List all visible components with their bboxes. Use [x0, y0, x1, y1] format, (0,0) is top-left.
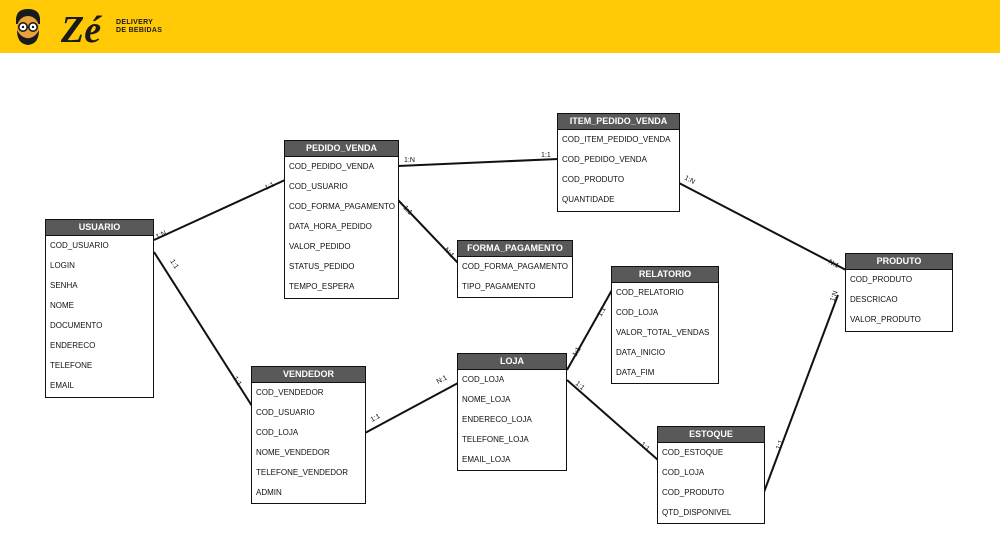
entity-produto: PRODUTO COD_PRODUTO DESCRICAO VALOR_PROD… — [845, 253, 953, 332]
entity-field: COD_PEDIDO_VENDA — [289, 162, 374, 171]
entity-loja: LOJA COD_LOJA NOME_LOJA ENDERECO_LOJA TE… — [457, 353, 567, 471]
entity-field: VALOR_PEDIDO — [289, 242, 351, 251]
entity-title: PEDIDO_VENDA — [285, 141, 398, 157]
rel-usuario-pedido — [153, 179, 286, 241]
entity-title: RELATORIO — [612, 267, 718, 283]
entity-field: DATA_INICIO — [616, 348, 666, 357]
rel-loja-relatorio — [566, 289, 613, 371]
entity-field: COD_LOJA — [462, 375, 505, 384]
entity-title: ITEM_PEDIDO_VENDA — [558, 114, 679, 130]
entity-field: COD_FORMA_PAGAMENTO — [462, 262, 568, 271]
entity-field: LOGIN — [50, 261, 75, 270]
entity-field: COD_USUARIO — [256, 408, 315, 417]
card-vendedor-loja-b: N:1 — [436, 374, 449, 385]
tagline-line-2: DE BEBIDAS — [116, 27, 163, 34]
entity-field: COD_ESTOQUE — [662, 448, 724, 457]
entity-field: STATUS_PEDIDO — [289, 262, 355, 271]
card-item-produto-b: N:1 — [827, 259, 840, 270]
brand-header: Zé DELIVERY DE BEBIDAS — [0, 0, 1000, 53]
rel-loja-estoque — [566, 379, 659, 461]
entity-field: COD_PRODUTO — [662, 488, 725, 497]
entity-field: TELEFONE_VENDEDOR — [256, 468, 349, 477]
entity-field: TELEFONE — [50, 361, 93, 370]
card-usuario-pedido-a: 1:N — [155, 230, 168, 241]
svg-text:Zé: Zé — [60, 9, 102, 46]
rel-estoque-produto — [763, 294, 839, 493]
entity-pedido-venda: PEDIDO_VENDA COD_PEDIDO_VENDA COD_USUARI… — [284, 140, 399, 299]
entity-field: DATA_HORA_PEDIDO — [289, 222, 372, 231]
entity-field: VALOR_TOTAL_VENDAS — [616, 328, 710, 337]
entity-field: DOCUMENTO — [50, 321, 103, 330]
entity-relatorio: RELATORIO COD_RELATORIO COD_LOJA VALOR_T… — [611, 266, 719, 384]
entity-estoque: ESTOQUE COD_ESTOQUE COD_LOJA COD_PRODUTO… — [657, 426, 765, 524]
card-pedido-item-b: 1:1 — [541, 152, 551, 159]
card-pedido-item-a: 1:N — [404, 157, 415, 164]
entity-field: COD_ITEM_PEDIDO_VENDA — [562, 135, 671, 144]
card-item-produto-a: 1:N — [683, 175, 696, 186]
card-usuario-vendedor-b: 1:1 — [231, 375, 242, 387]
entity-title: LOJA — [458, 354, 566, 370]
entity-field: ENDERECO — [50, 341, 96, 350]
entity-field: VALOR_PRODUTO — [850, 315, 921, 324]
entity-field: NOME_VENDEDOR — [256, 448, 330, 457]
ze-logo-icon: Zé — [60, 9, 102, 46]
entity-field: COD_LOJA — [256, 428, 299, 437]
card-loja-relatorio-a: 1:1 — [572, 346, 583, 358]
entity-field: COD_PEDIDO_VENDA — [562, 155, 647, 164]
card-estoque-produto-a: 1:1 — [775, 439, 785, 451]
entity-field: COD_VENDEDOR — [256, 388, 324, 397]
entity-field: TIPO_PAGAMENTO — [462, 282, 536, 291]
entity-field: COD_LOJA — [662, 468, 705, 477]
entity-field: ADMIN — [256, 488, 282, 497]
entity-field: COD_PRODUTO — [850, 275, 913, 284]
entity-field: EMAIL_LOJA — [462, 455, 511, 464]
mascot-icon — [16, 9, 40, 45]
card-pedido-forma-a: 1:1 — [402, 205, 414, 217]
brand-tagline: DELIVERY DE BEBIDAS — [116, 19, 162, 35]
card-loja-estoque-a: 1:1 — [574, 380, 586, 392]
entity-field: TELEFONE_LOJA — [462, 435, 529, 444]
tagline-line-1: DELIVERY — [116, 19, 154, 26]
entity-field: TEMPO_ESPERA — [289, 282, 355, 291]
entity-field: EMAIL — [50, 381, 75, 390]
entity-field: COD_LOJA — [616, 308, 659, 317]
entity-title: VENDEDOR — [252, 367, 365, 383]
entity-field: NOME_LOJA — [462, 395, 511, 404]
rel-pedido-forma — [397, 199, 459, 264]
entity-field: QTD_DISPONIVEL — [662, 508, 732, 517]
entity-field: QUANTIDADE — [562, 195, 615, 204]
entity-field: SENHA — [50, 281, 78, 290]
card-usuario-pedido-b: 1:1 — [264, 181, 276, 192]
entity-field: ENDERECO_LOJA — [462, 415, 532, 424]
entity-field: DATA_FIM — [616, 368, 655, 377]
entity-title: FORMA_PAGAMENTO — [458, 241, 572, 257]
rel-usuario-vendedor — [153, 251, 253, 407]
entity-field: COD_FORMA_PAGAMENTO — [289, 202, 395, 211]
entity-item-pedido-venda: ITEM_PEDIDO_VENDA COD_ITEM_PEDIDO_VENDA … — [557, 113, 680, 212]
card-estoque-produto-b: 1:N — [829, 290, 839, 303]
entity-field: COD_USUARIO — [50, 241, 109, 250]
card-usuario-vendedor-a: 1:1 — [168, 258, 179, 270]
entity-usuario: USUARIO COD_USUARIO LOGIN SENHA NOME DOC… — [45, 219, 154, 398]
entity-forma-pagamento: FORMA_PAGAMENTO COD_FORMA_PAGAMENTO TIPO… — [457, 240, 573, 298]
entity-field: DESCRICAO — [850, 295, 898, 304]
entity-vendedor: VENDEDOR COD_VENDEDOR COD_USUARIO COD_LO… — [251, 366, 366, 504]
rel-vendedor-loja — [364, 382, 459, 434]
entity-field: NOME — [50, 301, 74, 310]
entity-field: COD_PRODUTO — [562, 175, 625, 184]
entity-field: COD_RELATORIO — [616, 288, 684, 297]
card-loja-relatorio-b: 1:1 — [597, 306, 608, 318]
entity-title: PRODUTO — [846, 254, 952, 270]
entity-title: USUARIO — [46, 220, 153, 236]
card-vendedor-loja-a: 1:1 — [370, 413, 382, 424]
rel-pedido-item — [397, 158, 559, 167]
rel-item-produto — [678, 182, 847, 271]
entity-title: ESTOQUE — [658, 427, 764, 443]
card-loja-estoque-b: 1:1 — [639, 441, 651, 453]
entity-field: COD_USUARIO — [289, 182, 348, 191]
